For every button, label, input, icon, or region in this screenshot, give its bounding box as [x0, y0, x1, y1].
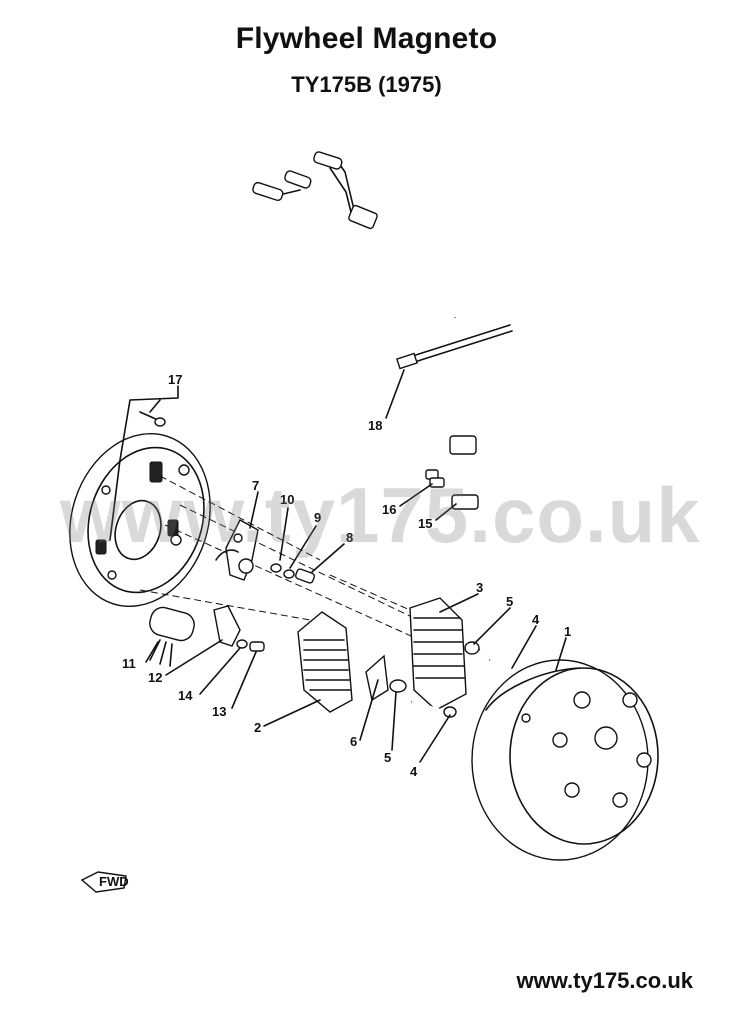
contact-breaker-assembly — [215, 519, 259, 581]
label-part-8: 8 — [346, 530, 353, 545]
lighting-coil-left — [297, 611, 353, 713]
coil-washer-lower — [389, 679, 407, 693]
label-part-14: 14 — [178, 688, 193, 703]
label-part-5b: 5 — [384, 750, 391, 765]
label-part-2: 2 — [254, 720, 261, 735]
label-part-16: 16 — [382, 502, 396, 517]
harness-clamp-screw — [429, 477, 445, 488]
label-part-4b: 4 — [410, 764, 418, 779]
coil-washer-upper — [464, 641, 480, 655]
forward-arrow-icon: FWD — [80, 871, 129, 893]
breaker-screw-set — [270, 563, 316, 584]
label-part-4a: 4 — [532, 612, 540, 627]
label-part-3: 3 — [476, 580, 483, 595]
label-part-12: 12 — [148, 670, 162, 685]
coil-screw-lower — [411, 700, 457, 718]
part-labels: 1 2 3 4 4 5 5 6 7 8 9 10 11 12 13 14 15 … — [122, 372, 571, 779]
page-subtitle: TY175B (1975) — [291, 72, 442, 97]
ignition-coil-right — [409, 597, 467, 711]
label-part-15: 15 — [418, 516, 432, 531]
label-part-11: 11 — [122, 656, 136, 671]
condenser — [149, 606, 195, 667]
flywheel-rotor — [471, 659, 659, 861]
wiring-harness — [252, 151, 513, 612]
coil-plate — [365, 654, 389, 702]
label-part-5a: 5 — [506, 594, 513, 609]
label-part-18: 18 — [368, 418, 382, 433]
label-part-7: 7 — [252, 478, 259, 493]
stator-base-plate — [69, 433, 211, 607]
label-part-9: 9 — [314, 510, 321, 525]
watermark-text: www.ty175.co.uk — [60, 471, 701, 559]
fwd-label: FWD — [99, 874, 129, 889]
label-part-13: 13 — [212, 704, 226, 719]
condenser-clamp-set — [213, 605, 265, 652]
label-part-17: 17 — [168, 372, 182, 387]
leader-lines — [109, 369, 567, 763]
label-part-6: 6 — [350, 734, 357, 749]
plate-screw — [139, 411, 166, 427]
page-title: Flywheel Magneto — [235, 22, 498, 55]
footer-url: www.ty175.co.uk — [516, 968, 693, 993]
label-part-1: 1 — [564, 624, 571, 639]
label-part-10: 10 — [280, 492, 294, 507]
